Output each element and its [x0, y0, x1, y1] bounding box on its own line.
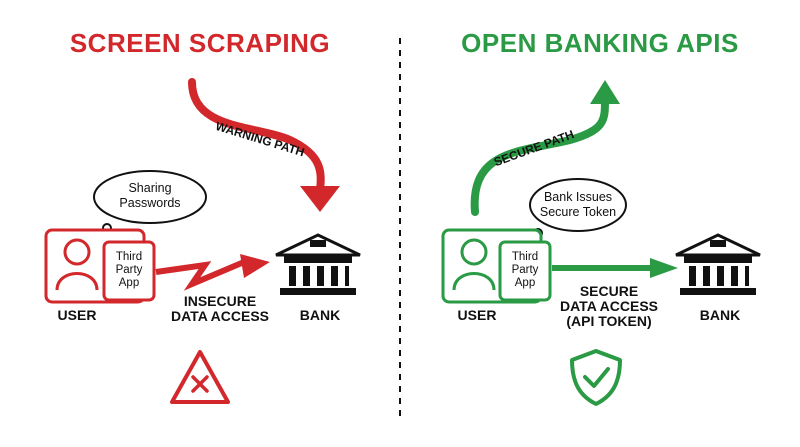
warning-x-icon — [170, 350, 230, 404]
bubble-text-left: Sharing Passwords — [106, 181, 194, 211]
app-line-2: Party — [511, 264, 539, 276]
bubble-text-right: Bank Issues Secure Token — [530, 190, 626, 220]
insecure-access-label: INSECURE DATA ACCESS — [160, 294, 280, 324]
bank-label-right: BANK — [699, 307, 741, 323]
app-line-1: Third — [511, 251, 539, 263]
app-line-3: App — [118, 277, 140, 289]
bubble-line-2: Passwords — [119, 196, 181, 210]
secure-access-arrow — [552, 258, 678, 278]
app-line-2: Party — [115, 264, 143, 276]
app-card-text-right: Third Party App — [500, 251, 550, 290]
app-line-1: Third — [115, 251, 143, 263]
warning-path-arrow — [188, 78, 340, 212]
user-icon — [55, 238, 99, 291]
bubble-line-1: Bank Issues — [543, 190, 613, 204]
secure-path-arrow — [470, 80, 620, 216]
bank-label-left: BANK — [299, 307, 341, 323]
insecure-access-arrow — [155, 254, 270, 291]
app-card-text-left: Third Party App — [104, 251, 154, 290]
third-party-app-card-right — [498, 240, 552, 302]
left-title: SCREEN SCRAPING — [69, 28, 331, 58]
access-line-3: (API TOKEN) — [566, 313, 652, 329]
user-icon — [452, 238, 496, 291]
bank-icon — [275, 233, 361, 295]
user-label-left: USER — [57, 307, 97, 323]
bank-icon — [675, 233, 761, 295]
bubble-line-2: Secure Token — [539, 205, 617, 219]
secure-access-label: SECURE DATA ACCESS (API TOKEN) — [550, 284, 668, 329]
access-line-2: DATA ACCESS — [560, 298, 658, 314]
access-line-2: DATA ACCESS — [171, 308, 269, 324]
shield-check-icon — [570, 349, 622, 406]
bubble-line-1: Sharing — [128, 181, 172, 195]
access-line-1: SECURE — [579, 283, 639, 299]
access-line-1: INSECURE — [183, 293, 257, 309]
app-line-3: App — [514, 277, 536, 289]
third-party-app-card-left — [102, 240, 156, 302]
user-label-right: USER — [457, 307, 497, 323]
right-title: OPEN BANKING APIS — [461, 28, 739, 58]
